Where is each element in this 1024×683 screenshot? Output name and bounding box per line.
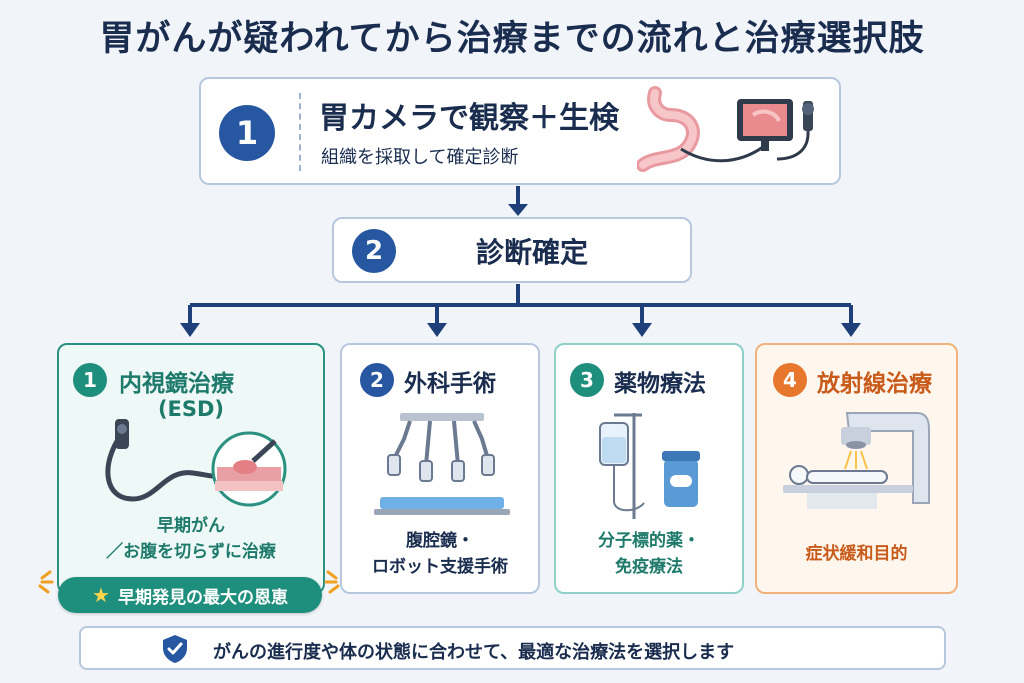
option3-desc-line2: 免疫療法 xyxy=(615,557,683,577)
option1-subheading: (ESD) xyxy=(157,397,225,421)
sparkle-right-icon xyxy=(324,570,340,594)
iv-drip-medicine-icon xyxy=(599,413,700,519)
option4-description: 症状緩和目的 xyxy=(757,541,956,567)
option4-number: 4 xyxy=(773,363,807,397)
option2-description: 腹腔鏡・ ロボット支援手術 xyxy=(342,528,538,580)
step1-card: 1 胃カメラで観察＋生検 組織を採取して確定診断 xyxy=(199,77,841,185)
radiation-machine-icon xyxy=(783,412,930,509)
option2-desc-line1: 腹腔鏡・ xyxy=(406,531,474,551)
star-icon: ★ xyxy=(92,583,110,607)
option3-number: 3 xyxy=(570,363,604,397)
option4-heading: 放射線治療 xyxy=(817,371,932,397)
step1-divider xyxy=(299,93,301,171)
option-radiation-therapy: 4 放射線治療 症状緩和目的 xyxy=(755,343,958,594)
option1-desc-line1: 早期がん xyxy=(157,516,225,536)
option2-heading: 外科手術 xyxy=(404,371,496,397)
badge-text: 早期発見の最大の恩恵 xyxy=(117,587,288,608)
footer-text: がんの進行度や体の状態に合わせて、最適な治療法を選択します xyxy=(213,642,735,663)
step1-sub: 組織を採取して確定診断 xyxy=(321,147,519,168)
shield-check-icon xyxy=(163,635,187,663)
option1-number: 1 xyxy=(73,363,107,397)
option3-desc-line1: 分子標的薬・ xyxy=(598,531,700,551)
step2-heading: 診断確定 xyxy=(475,236,588,269)
early-detection-badge: ★ 早期発見の最大の恩恵 xyxy=(58,577,322,613)
surgical-robot-icon xyxy=(374,413,510,515)
option-drug-therapy: 3 薬物療法 分子標的薬・ 免疫療法 xyxy=(554,343,744,594)
option3-description: 分子標的薬・ 免疫療法 xyxy=(556,528,742,580)
option4-desc-line1: 症状緩和目的 xyxy=(805,544,908,564)
stomach-endoscope-icon xyxy=(637,86,814,172)
endoscope-icon xyxy=(105,419,287,507)
page-title: 胃がんが疑われてから治療までの流れと治療選択肢 xyxy=(99,19,925,59)
option1-desc-line2: ／お腹を切らずに治療 xyxy=(106,542,276,562)
step2-card: 2 診断確定 xyxy=(332,217,692,283)
option-endoscopic-treatment: 1 内視鏡治療 (ESD) 早期がん ／お腹を切らずに治療 xyxy=(57,343,325,594)
step2-number: 2 xyxy=(352,229,396,273)
step1-number: 1 xyxy=(219,105,275,161)
option2-desc-line2: ロボット支援手術 xyxy=(372,557,508,577)
footer-note: がんの進行度や体の状態に合わせて、最適な治療法を選択します xyxy=(79,626,946,670)
option2-number: 2 xyxy=(360,363,394,397)
option1-heading: 内視鏡治療 xyxy=(119,371,234,397)
option3-heading: 薬物療法 xyxy=(614,371,706,397)
sparkle-left-icon xyxy=(38,570,54,594)
step1-heading: 胃カメラで観察＋生検 xyxy=(319,101,619,136)
option-surgery: 2 外科手術 腹腔鏡・ ロボット支援手術 xyxy=(340,343,540,594)
option1-description: 早期がん ／お腹を切らずに治療 xyxy=(59,513,323,565)
